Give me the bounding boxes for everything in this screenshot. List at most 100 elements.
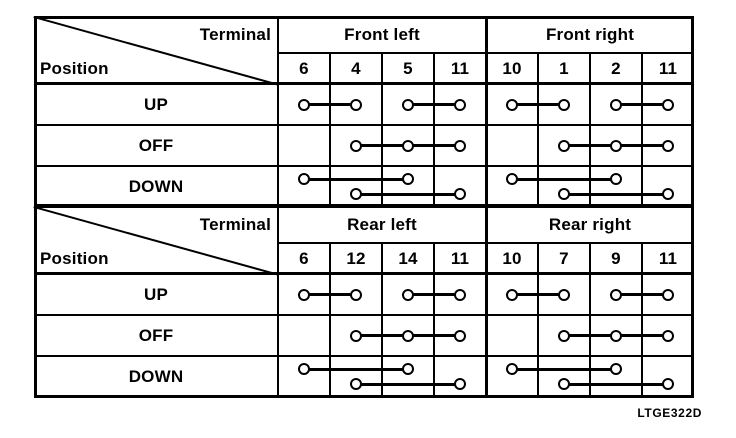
terminal-contact-circle — [558, 288, 570, 301]
grid-line — [641, 243, 643, 397]
terminal-contact-circle — [402, 173, 414, 185]
terminal-contact-circle — [558, 188, 570, 200]
terminal-contact-circle — [662, 98, 674, 111]
grid-line — [484, 206, 488, 397]
grid-line — [433, 53, 435, 207]
terminal-number: 11 — [658, 248, 678, 268]
grid-line — [589, 243, 591, 397]
terminal-number: 9 — [611, 248, 621, 268]
grid-line — [381, 53, 383, 207]
terminal-contact-circle — [298, 288, 310, 301]
position-header-label: Position — [40, 249, 109, 268]
connection-line — [304, 367, 408, 371]
grid-line — [329, 243, 331, 397]
figure-code-label: LTGE322D — [637, 406, 702, 420]
connection-line — [616, 103, 668, 106]
terminal-contact-circle — [662, 288, 674, 301]
terminal-contact-circle — [298, 98, 310, 111]
group-header-label: Front left — [344, 24, 420, 44]
terminal-contact-circle — [558, 329, 570, 342]
terminal-number: 11 — [658, 58, 678, 78]
grid-line — [34, 272, 694, 275]
connection-line — [616, 293, 668, 296]
terminal-contact-circle — [610, 363, 622, 375]
grid-line — [34, 82, 694, 85]
terminal-contact-circle — [454, 288, 466, 301]
grid-line — [329, 53, 331, 207]
grid-line — [34, 124, 694, 126]
connection-line — [356, 192, 460, 196]
terminal-number: 11 — [450, 248, 470, 268]
terminal-contact-circle — [610, 139, 622, 152]
terminal-contact-circle — [350, 378, 362, 390]
terminal-contact-circle — [402, 363, 414, 375]
terminal-number: 1 — [559, 58, 569, 78]
connection-line — [512, 293, 564, 296]
terminal-contact-circle — [662, 188, 674, 200]
grid-line — [381, 243, 383, 397]
terminal-number: 14 — [398, 248, 418, 268]
connection-line — [564, 382, 668, 386]
terminal-contact-circle — [610, 288, 622, 301]
connection-line — [512, 177, 616, 181]
group-header-label: Rear right — [548, 214, 632, 234]
terminal-contact-circle — [662, 329, 674, 342]
terminal-contact-circle — [350, 139, 362, 152]
connection-line — [512, 103, 564, 106]
terminal-number: 12 — [346, 248, 366, 268]
terminal-number: 7 — [559, 248, 569, 268]
position-label: OFF — [138, 135, 174, 155]
terminal-contact-circle — [558, 378, 570, 390]
grid-line — [537, 53, 539, 207]
grid-line — [641, 53, 643, 207]
grid-line — [277, 206, 279, 397]
connection-line — [408, 293, 460, 296]
terminal-contact-circle — [454, 188, 466, 200]
terminal-contact-circle — [506, 173, 518, 185]
group-header-label: Rear left — [347, 214, 417, 234]
terminal-number: 5 — [403, 58, 413, 78]
terminal-contact-circle — [402, 288, 414, 301]
connection-line — [304, 103, 356, 106]
grid-line — [34, 165, 694, 167]
grid-line — [433, 243, 435, 397]
terminal-contact-circle — [610, 173, 622, 185]
terminal-contact-circle — [662, 139, 674, 152]
position-label: DOWN — [128, 176, 184, 196]
position-header-label: Position — [40, 59, 109, 78]
terminal-contact-circle — [350, 98, 362, 111]
terminal-contact-circle — [350, 329, 362, 342]
terminal-contact-circle — [298, 363, 310, 375]
connection-line — [304, 293, 356, 296]
terminal-contact-circle — [298, 173, 310, 185]
terminal-contact-circle — [662, 378, 674, 390]
grid-line — [589, 53, 591, 207]
connection-line — [356, 382, 460, 386]
terminal-contact-circle — [558, 139, 570, 152]
position-label: UP — [143, 284, 169, 304]
terminal-contact-circle — [506, 363, 518, 375]
terminal-contact-circle — [402, 139, 414, 152]
terminal-contact-circle — [350, 188, 362, 200]
terminal-contact-circle — [350, 288, 362, 301]
connection-line — [512, 367, 616, 371]
terminal-number: 11 — [450, 58, 470, 78]
terminal-number: 4 — [351, 58, 361, 78]
connection-line — [564, 192, 668, 196]
terminal-contact-circle — [454, 98, 466, 111]
terminal-contact-circle — [506, 288, 518, 301]
terminal-contact-circle — [610, 98, 622, 111]
group-header-label: Front right — [545, 24, 635, 44]
grid-line — [34, 355, 694, 357]
connection-line — [304, 177, 408, 181]
terminal-header-label: Terminal — [199, 215, 271, 234]
grid-line — [34, 314, 694, 316]
terminal-contact-circle — [454, 378, 466, 390]
grid-line — [277, 16, 279, 207]
terminal-contact-circle — [402, 329, 414, 342]
terminal-contact-circle — [558, 98, 570, 111]
